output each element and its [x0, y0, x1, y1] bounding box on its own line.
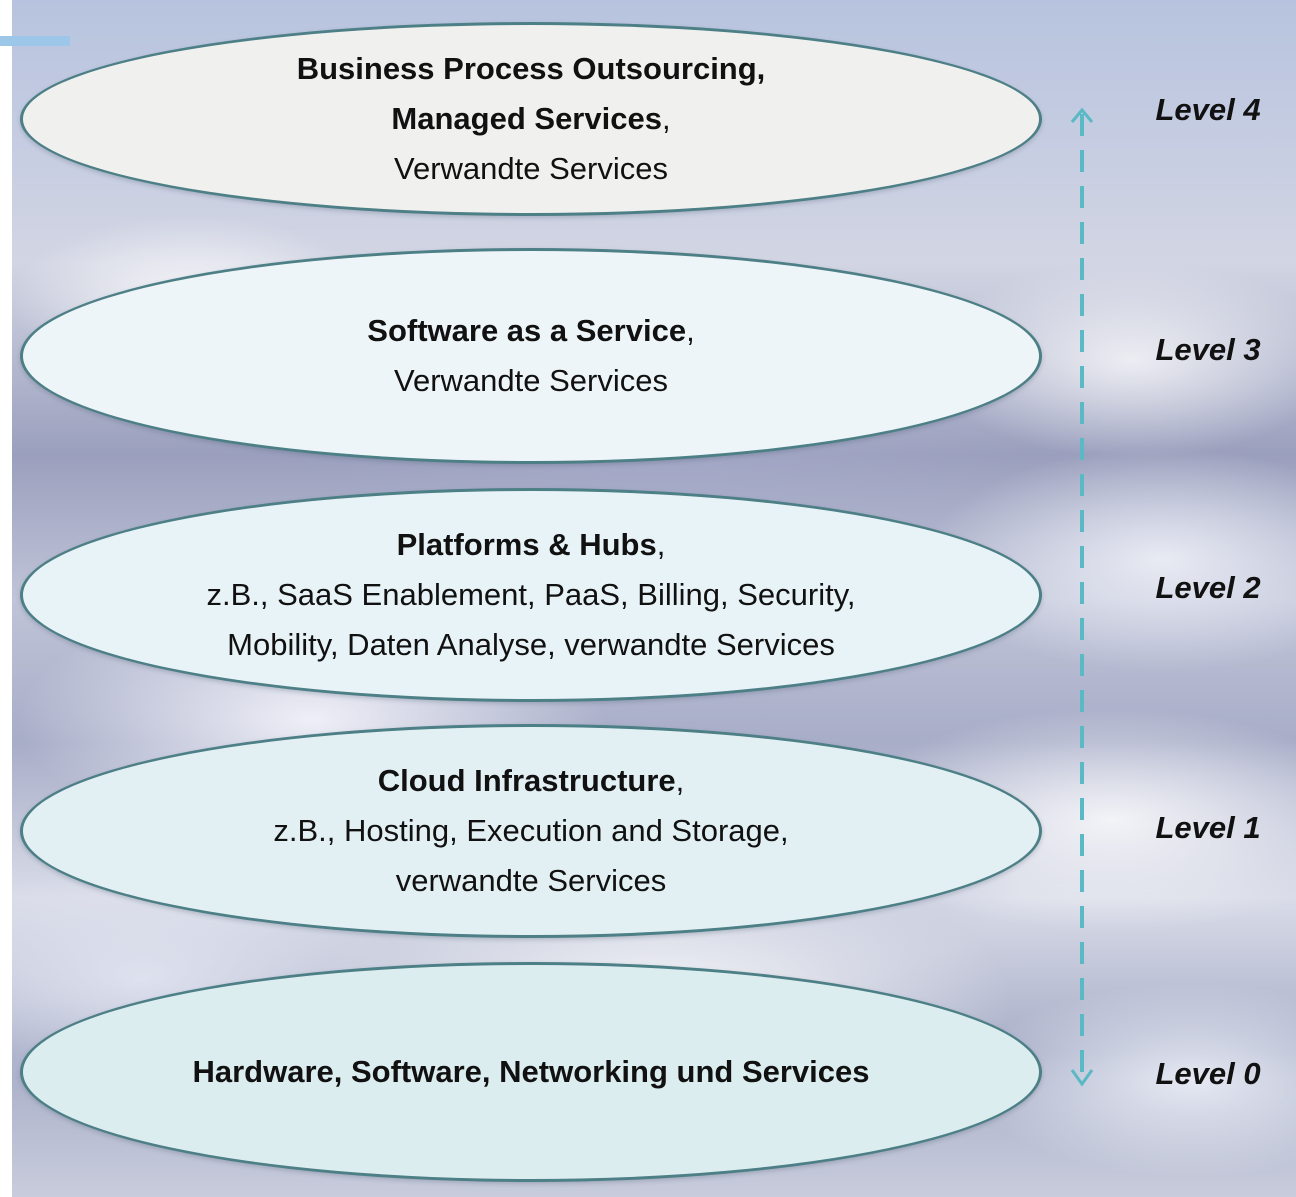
layer-0-line-1: Hardware, Software, Networking und Servi…: [192, 1054, 870, 1089]
layer-1-line-2: z.B., Hosting, Execution and Storage,: [273, 813, 789, 848]
layer-4-line-1: Business Process Outsourcing,: [296, 51, 766, 86]
layer-3-line-1: Software as a Service,: [367, 313, 695, 348]
layer-2-ellipse: Platforms & Hubs, z.B., SaaS Enablement,…: [20, 488, 1042, 702]
level-1-label: Level 1: [1155, 810, 1261, 845]
layer-2-line-1: Platforms & Hubs,: [396, 527, 666, 562]
dashed-double-arrow-icon: [1070, 107, 1094, 1087]
layer-1-line-1: Cloud Infrastructure,: [377, 763, 685, 798]
level-4-label: Level 4: [1155, 92, 1261, 127]
accent-bar: [0, 36, 70, 46]
layer-2-line-2: z.B., SaaS Enablement, PaaS, Billing, Se…: [206, 577, 856, 612]
arrow-head-up: [1070, 107, 1094, 123]
layer-2-line-3: Mobility, Daten Analyse, verwandte Servi…: [227, 627, 835, 662]
arrow-head-down: [1070, 1069, 1094, 1087]
level-3-label: Level 3: [1155, 332, 1261, 367]
level-0-label: Level 0: [1155, 1056, 1261, 1091]
layer-1-line-3: verwandte Services: [395, 863, 667, 898]
layer-4-line-2: Managed Services,: [391, 101, 671, 136]
layer-0-ellipse: Hardware, Software, Networking und Servi…: [20, 962, 1042, 1182]
level-2-label: Level 2: [1155, 570, 1261, 605]
layer-4-ellipse: Business Process Outsourcing, Managed Se…: [20, 22, 1042, 216]
layer-3-line-2: Verwandte Services: [394, 363, 668, 398]
layer-1-ellipse: Cloud Infrastructure, z.B., Hosting, Exe…: [20, 724, 1042, 938]
layer-4-line-3: Verwandte Services: [394, 151, 668, 186]
layer-3-ellipse: Software as a Service, Verwandte Service…: [20, 248, 1042, 464]
